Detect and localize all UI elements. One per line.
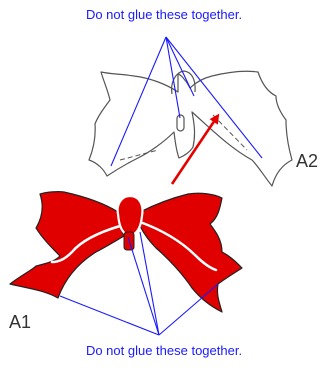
guide-line-bottom-2 xyxy=(127,236,160,336)
top-caption: Do not glue these together. xyxy=(85,7,243,22)
a2-fold-line-left xyxy=(119,149,159,161)
part-label-a1: A1 xyxy=(9,312,32,332)
a1-highlight-right xyxy=(138,220,218,272)
direction-arrow xyxy=(170,113,220,185)
guide-lines-bottom xyxy=(59,231,219,336)
a2-knot xyxy=(171,70,196,95)
guide-line-bottom-4 xyxy=(158,283,219,336)
a1-highlight-left xyxy=(50,224,122,264)
bottom-caption: Do not glue these together. xyxy=(85,343,243,358)
guide-line-top-1 xyxy=(110,36,167,167)
guide-line-top-3 xyxy=(165,36,195,97)
red-bow-a1 xyxy=(9,191,243,313)
guide-lines-top xyxy=(110,36,263,167)
a1-knot xyxy=(116,194,144,238)
guide-line-top-4 xyxy=(165,36,263,159)
a2-slot xyxy=(176,114,185,132)
guide-line-top-2 xyxy=(165,36,181,119)
guide-line-bottom-1 xyxy=(59,295,160,336)
a1-left-wing xyxy=(9,191,125,299)
part-label-a2: A2 xyxy=(296,151,319,171)
guide-line-bottom-3 xyxy=(139,231,160,336)
